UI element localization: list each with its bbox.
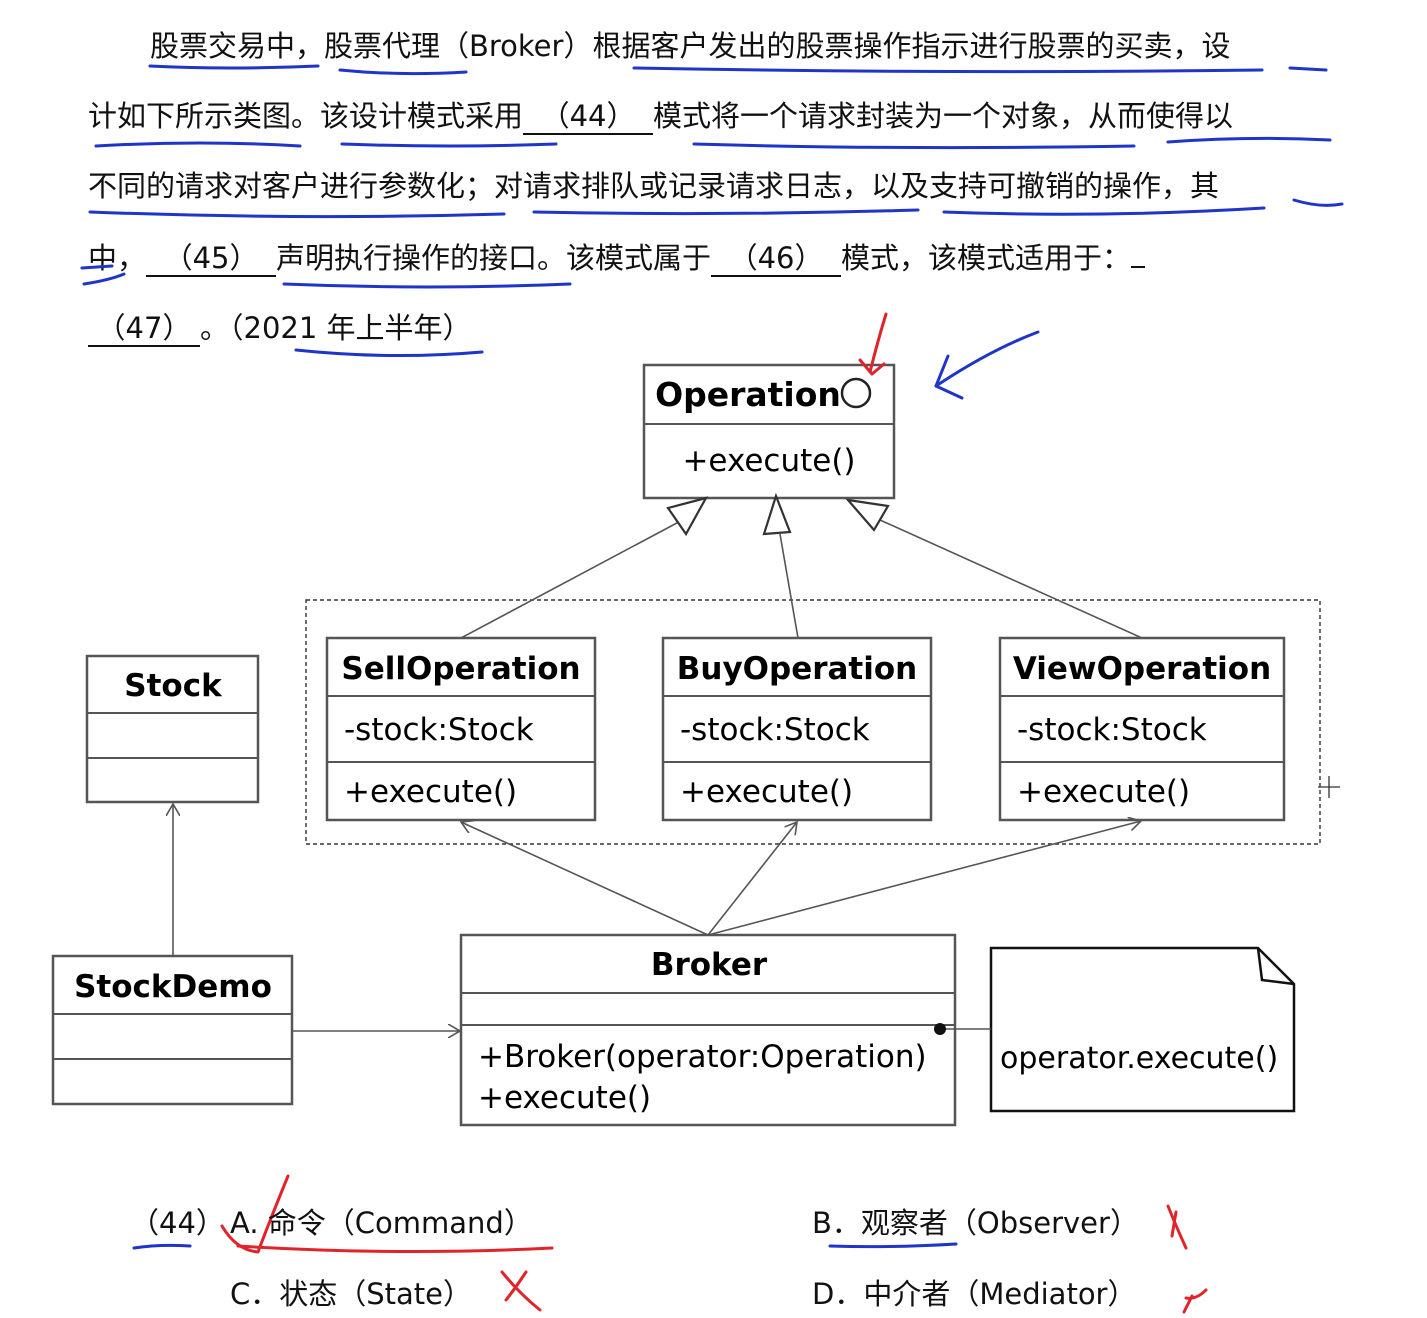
question-text: 计如下所示类图。该设计模式采用 [88, 99, 524, 133]
option-number: （44） [130, 1206, 225, 1240]
question-line-2: 计如下所示类图。该设计模式采用（44）模式将一个请求封装为一个对象，从而使得以 [88, 96, 1233, 136]
question-line-1: 股票交易中，股票代理（Broker）根据客户发出的股票操作指示进行股票的买卖，设 [150, 26, 1230, 66]
class-viewoperation-attr: -stock:Stock [1017, 712, 1207, 748]
crosshair-cursor-icon [1318, 776, 1340, 798]
class-stockdemo-name: StockDemo [74, 969, 272, 1005]
triangle-arrow-icon [666, 496, 709, 537]
option-b-letter: B． [812, 1206, 861, 1240]
question-line-4: 中，（45）声明执行操作的接口。该模式属于（46）模式，该模式适用于： [88, 238, 1146, 278]
class-buyoperation-attr: -stock:Stock [680, 712, 870, 748]
class-selloperation-name: SellOperation [341, 651, 580, 687]
question-line-3: 不同的请求对客户进行参数化；对请求排队或记录请求日志，以及支持可撤销的操作，其 [88, 166, 1219, 206]
option-d[interactable]: D．中介者（Mediator） [812, 1274, 1136, 1314]
class-buyoperation-method: +execute() [680, 774, 853, 810]
class-stock: Stock [85, 654, 260, 804]
triangle-arrow-icon [762, 492, 792, 536]
association-links [173, 804, 1141, 1031]
note-anchor-dot [934, 1023, 946, 1035]
option-a[interactable]: A. 命令（Command） [230, 1203, 533, 1243]
class-viewoperation-name: ViewOperation [1013, 651, 1271, 687]
class-buyoperation-name: BuyOperation [677, 651, 918, 687]
class-operation-method: +execute() [682, 443, 855, 479]
class-broker-method-execute: +execute() [478, 1080, 651, 1116]
class-selloperation-attr: -stock:Stock [344, 712, 534, 748]
class-selloperation-method: +execute() [344, 774, 517, 810]
dashed-group-frame [305, 599, 1321, 845]
option-c-letter: C． [230, 1277, 280, 1311]
option-a-letter: A. [230, 1206, 259, 1240]
class-viewoperation-method: +execute() [1017, 774, 1190, 810]
class-broker-method-constructor: +Broker(operator:Operation) [478, 1039, 927, 1075]
class-broker: Broker +Broker(operator:Operation) +exec… [459, 933, 957, 1127]
class-broker-name: Broker [651, 947, 768, 983]
question-text: 。（2021 年上半年） [200, 311, 472, 345]
question-text: 股票交易中，股票代理（Broker）根据客户发出的股票操作指示进行股票的买卖，设 [150, 29, 1231, 63]
question-text: 不同的请求对客户进行参数化；对请求排队或记录请求日志，以及支持可撤销的操作，其 [88, 169, 1220, 203]
blank-46: （46） [711, 241, 842, 277]
option-d-letter: D． [812, 1277, 864, 1311]
option-b[interactable]: B．观察者（Observer） [812, 1203, 1139, 1243]
class-operation-name: Operation [655, 375, 841, 414]
question-text: 模式，该模式适用于： [841, 241, 1132, 275]
question-text: 中， [88, 241, 147, 275]
class-buyoperation: BuyOperation -stock:Stock +execute() [661, 636, 933, 822]
handwritten-annotations [80, 64, 1344, 1314]
class-selloperation: SellOperation -stock:Stock +execute() [325, 636, 597, 822]
class-operation: Operation +execute() [642, 363, 896, 500]
class-stockdemo: StockDemo [51, 954, 294, 1106]
blank-47: （47） [88, 311, 200, 347]
option-d-text: 中介者（Mediator） [863, 1277, 1137, 1311]
option-a-text: 命令（Command） [267, 1206, 533, 1240]
note-box: operator.execute() [989, 946, 1296, 1113]
blank-44: （44） [523, 99, 654, 135]
question-line-5: （47）。（2021 年上半年） [88, 308, 472, 348]
note-text: operator.execute() [1000, 1041, 1278, 1076]
question-text: 声明执行操作的接口。该模式属于 [276, 241, 712, 275]
option-c-text: 状态（State） [279, 1277, 473, 1311]
blank-47-start [1131, 266, 1146, 268]
class-stock-name: Stock [124, 668, 223, 704]
question-text: 模式将一个请求封装为一个对象，从而使得以 [653, 99, 1234, 133]
blank-45: （45） [146, 241, 277, 277]
interface-lollipop-icon [840, 377, 872, 409]
triangle-arrow-icon [845, 498, 890, 532]
option-b-text: 观察者（Observer） [860, 1206, 1139, 1240]
option-c[interactable]: C．状态（State） [230, 1274, 472, 1314]
class-viewoperation: ViewOperation -stock:Stock +execute() [998, 636, 1286, 822]
realization-links [460, 492, 1143, 639]
